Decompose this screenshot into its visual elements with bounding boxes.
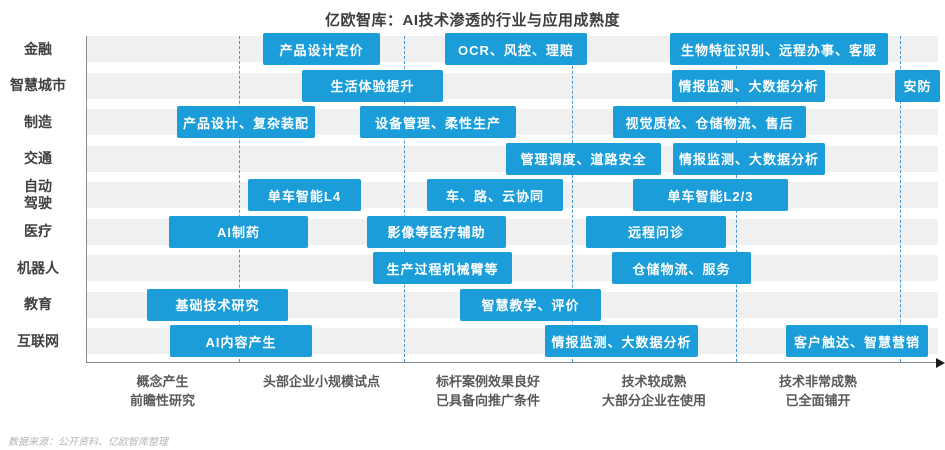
row-label-line: 交通 (24, 150, 52, 166)
row-label: 机器人 (0, 250, 76, 286)
row-label: 自动驾驶 (0, 177, 76, 213)
row-label: 金融 (0, 31, 76, 67)
stage-label-line: 标杆案例效果良好 (435, 374, 540, 389)
application-box: 单车智能L4 (248, 179, 361, 211)
row-label-line: 制造 (24, 113, 52, 130)
row-label: 互联网 (0, 323, 76, 359)
row-label-line: 金融 (24, 40, 52, 57)
application-box: 仓储物流、服务 (612, 252, 751, 284)
source-note: 数据来源：公开资料、亿欧智库整理 (8, 437, 168, 448)
row-label: 制造 (0, 104, 76, 140)
stage-label: 技术非常成熟已全面铺开 (723, 372, 913, 410)
stage-label-line: 前瞻性研究 (129, 393, 195, 408)
stage-divider-line (572, 36, 573, 362)
row-band (87, 255, 938, 281)
stage-label: 标杆案例效果良好已具备向推广条件 (393, 372, 583, 410)
stage-divider-line (239, 36, 240, 362)
y-axis-line (86, 36, 87, 362)
application-box: 情报监测、大数据分析 (545, 325, 698, 357)
row-label: 智慧城市 (0, 68, 76, 104)
row-label-line: 驾驶 (24, 195, 52, 211)
stage-label: 技术较成熟大部分企业在使用 (559, 372, 749, 410)
x-axis-arrow-icon (936, 358, 945, 368)
row-label-line: 医疗 (24, 223, 52, 239)
stage-label-line: 已具备向推广条件 (435, 393, 540, 408)
application-box: 产品设计定价 (263, 33, 380, 65)
row-label-line: 互联网 (17, 332, 59, 349)
stage-label-line: 技术较成熟 (621, 374, 687, 389)
application-box: 产品设计、复杂装配 (177, 106, 315, 138)
application-box: 远程问诊 (586, 215, 726, 248)
application-box: AI内容产生 (170, 325, 312, 357)
application-box: 基础技术研究 (147, 288, 288, 321)
row-label-line: 自动 (24, 178, 52, 194)
application-box: 影像等医疗辅助 (367, 215, 506, 248)
application-box: 生产过程机械臂等 (373, 252, 512, 284)
application-box: 客户触达、智慧营销 (786, 325, 928, 357)
stage-label-line: 头部企业小规模试点 (262, 374, 380, 389)
application-box: 单车智能L2/3 (633, 179, 788, 211)
row-label-line: 教育 (24, 296, 52, 312)
application-box: 智慧教学、评价 (460, 288, 601, 321)
row-label: 交通 (0, 141, 76, 177)
x-axis-line (86, 362, 938, 363)
application-box: OCR、风控、理赔 (445, 33, 587, 65)
row-label: 医疗 (0, 214, 76, 250)
application-box: 生物特征识别、远程办事、客服 (670, 33, 888, 65)
row-label: 教育 (0, 287, 76, 323)
application-box: 生活体验提升 (302, 69, 443, 102)
application-box: AI制药 (169, 215, 308, 248)
application-box: 情报监测、大数据分析 (673, 142, 825, 175)
application-box: 视觉质检、仓储物流、售后 (613, 106, 806, 138)
stage-label-line: 已全面铺开 (785, 393, 851, 408)
application-box: 车、路、云协同 (427, 179, 563, 211)
stage-label-line: 技术非常成熟 (778, 374, 857, 389)
stage-label-line: 大部分企业在使用 (601, 393, 706, 408)
row-label-line: 智慧城市 (10, 77, 66, 93)
stage-label: 概念产生前瞻性研究 (68, 372, 258, 410)
row-label-line: 机器人 (17, 259, 59, 276)
stage-label: 头部企业小规模试点 (227, 372, 417, 391)
chart-title: 亿欧智库：AI技术渗透的行业与应用成熟度 (324, 12, 620, 29)
application-box: 安防 (895, 69, 940, 102)
stage-divider-line (900, 36, 901, 362)
application-box: 情报监测、大数据分析 (672, 69, 825, 102)
application-box: 管理调度、道路安全 (506, 142, 661, 175)
application-box: 设备管理、柔性生产 (360, 106, 516, 138)
stage-label-line: 概念产生 (136, 374, 189, 389)
stage-divider-line (404, 36, 405, 362)
